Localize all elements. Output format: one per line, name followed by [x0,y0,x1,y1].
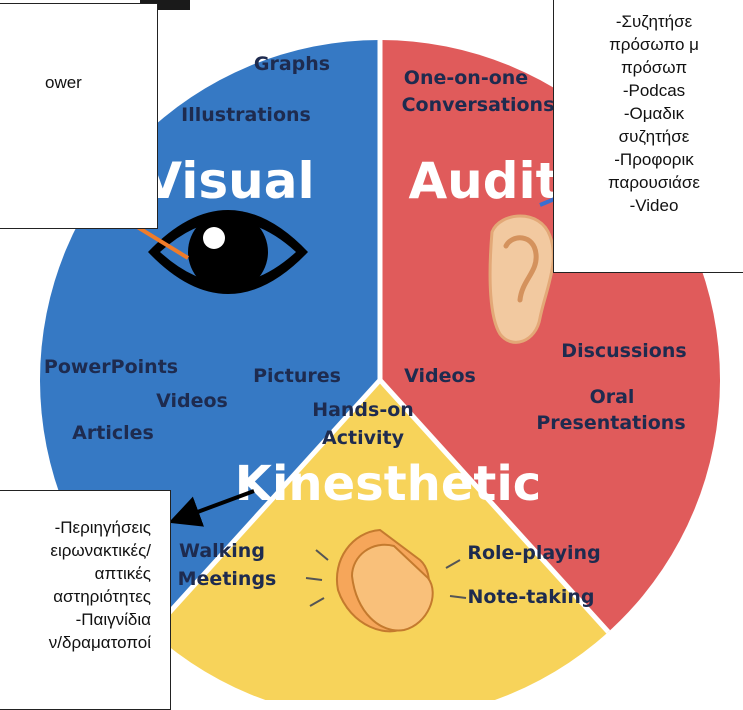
kinesthetic-item-role-playing: Role-playing [467,542,600,564]
auditory-item-presentations: Presentations [536,412,685,434]
auditory-item-oral: Oral [590,386,635,408]
auditory-title: Audit [408,152,559,210]
auditory-item-conversations: Conversations [402,94,555,116]
note-line: ειρωνακτικές/ [50,541,151,560]
kinesthetic-item-meetings: Meetings [178,568,277,590]
note-line: αστηριότητες [53,587,151,606]
note-line: απτικές [94,564,151,583]
note-box-top-left: ower [0,3,158,229]
note-line: -Προφορικ [614,150,694,169]
visual-item-articles: Articles [72,422,154,444]
kinesthetic-item-activity: Activity [322,427,405,449]
note-line: πρόσωπ [620,58,688,77]
auditory-item-discussions: Discussions [561,340,686,362]
note-line: συζητήσε [618,127,690,146]
visual-item-videos: Videos [156,390,228,412]
kinesthetic-item-hands-on: Hands-on [312,399,414,421]
note-line: -Video [629,196,679,215]
ear-icon [488,214,555,344]
auditory-item-one-on-one: One-on-one [404,67,528,89]
note-line: παρουσιάσε [608,173,700,192]
note-line: πρόσωπο μ [609,35,699,54]
black-arrow [168,489,255,527]
visual-title: Visual [143,152,314,210]
top-band [140,0,190,10]
note-line: -Περιηγήσεις [54,518,151,537]
visual-item-powerpoints: PowerPoints [44,356,178,378]
note-line: -Συζητήσε [615,12,693,31]
eye-icon [148,210,308,294]
note-line: -Παιγνίδια [75,610,151,629]
visual-item-pictures: Pictures [253,365,341,387]
note-line: -Ομαδικ [623,104,685,123]
note-line: ν/δραματοποί [48,633,151,652]
auditory-item-videos: Videos [404,365,476,387]
note-top-left-text: ower [45,73,82,92]
note-line: -Podcas [622,81,686,100]
visual-item-illustrations: Illustrations [181,104,311,126]
kinesthetic-title: Kinesthetic [235,456,541,512]
clapping-hands-icon [305,528,467,633]
note-box-top-right: -Συζητήσε πρόσωπο μ πρόσωπ -Podcas -Ομαδ… [553,0,743,273]
visual-item-graphs: Graphs [254,53,330,75]
kinesthetic-item-note-taking: Note-taking [468,586,595,608]
note-box-bottom-left: -Περιηγήσεις ειρωνακτικές/ απτικές αστηρ… [0,490,171,710]
kinesthetic-item-walking: Walking [179,540,265,562]
